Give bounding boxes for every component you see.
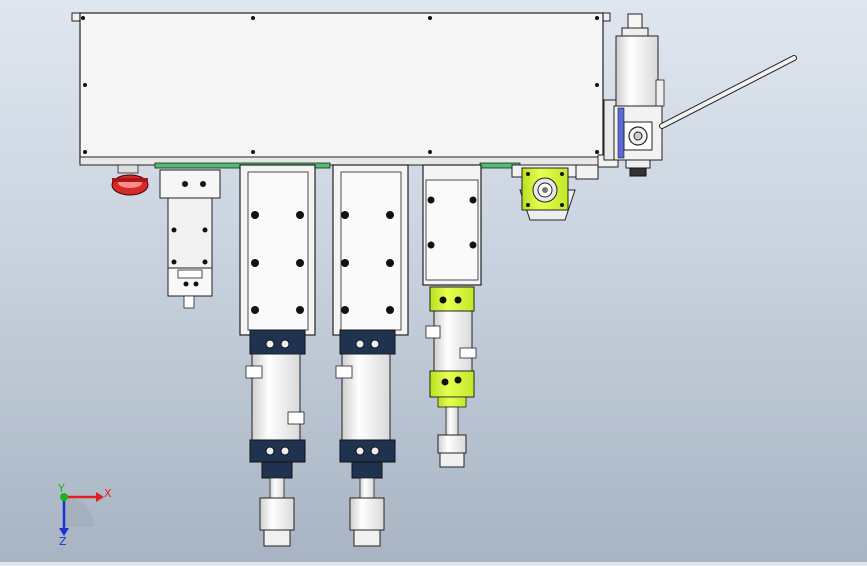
coordinate-triad[interactable]: X Y Z xyxy=(57,482,112,548)
x-axis-label: X xyxy=(104,487,112,500)
cylinder-unit-c xyxy=(422,164,482,468)
pneumatic-valve xyxy=(603,13,797,177)
y-axis-label: Y xyxy=(57,482,65,495)
housing-screws xyxy=(81,16,599,154)
sensor-module xyxy=(159,169,221,309)
z-axis-label: Z xyxy=(59,535,67,548)
cylinder-unit-a xyxy=(239,164,316,547)
main-housing xyxy=(71,12,611,166)
red-fitting xyxy=(111,164,149,196)
cylinder-unit-b xyxy=(332,164,409,547)
motor-mount xyxy=(511,164,583,221)
